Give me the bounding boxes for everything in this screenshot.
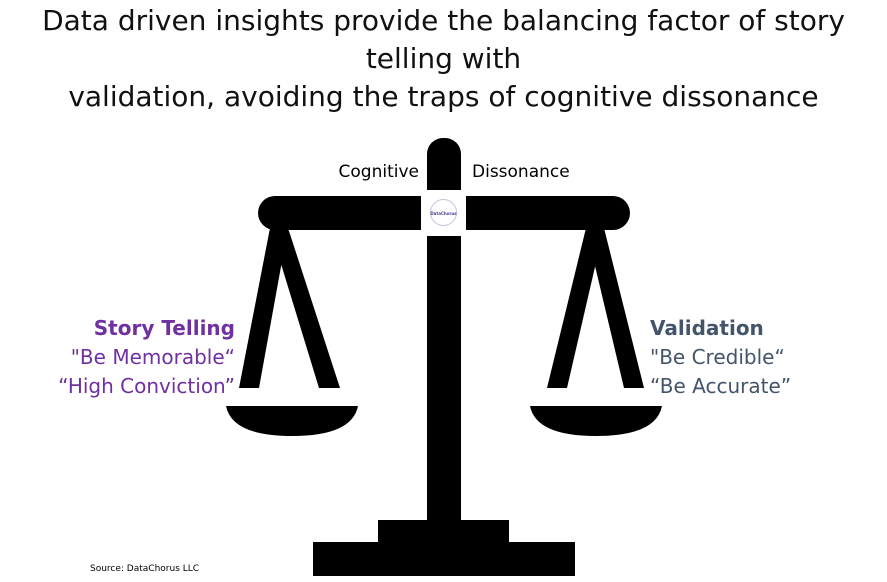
story-telling-line-2: “High Conviction” [58,374,235,398]
story-telling-line-1: "Be Memorable“ [70,345,235,369]
logo-ring-icon [430,199,457,226]
validation-heading: Validation [650,316,764,340]
story-telling-block: Story Telling "Be Memorable“ “High Convi… [58,314,235,401]
datachorus-logo: DataChorus [421,190,466,236]
story-telling-heading: Story Telling [93,316,235,340]
page-title: Data driven insights provide the balanci… [42,4,845,113]
validation-block: Validation "Be Credible“ “Be Accurate” [650,314,791,401]
validation-line-2: “Be Accurate” [650,374,792,398]
scale-base [313,542,575,576]
left-pan [226,406,358,436]
left-hanger-arm-left [239,228,288,388]
logo-text: DataChorus [430,210,457,216]
dissonance-label: Dissonance [472,162,570,182]
right-hanger-arm-left [547,228,604,388]
cognitive-label: Cognitive [338,162,419,182]
right-hanger-arm-right [586,228,644,388]
left-hanger-arm-right [270,228,340,388]
right-pan [530,406,662,436]
source-note: Source: DataChorus LLC [90,564,200,574]
scale-pole [427,138,461,538]
validation-line-1: "Be Credible“ [650,345,785,369]
